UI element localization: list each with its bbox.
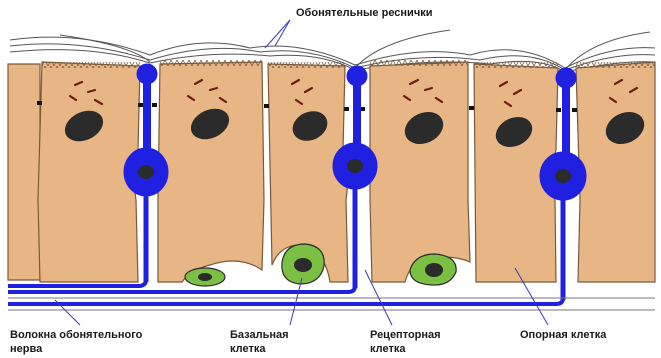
basal-cell-3 xyxy=(410,254,456,285)
receptor-cell-label: Рецепторная клетка xyxy=(370,328,441,356)
basal-cell-label: Базальная клетка xyxy=(230,328,289,356)
supporting-cell-3 xyxy=(158,62,264,282)
supporting-cell-7 xyxy=(576,62,655,282)
nerve-fibers-label: Волокна обонятельного нерва xyxy=(10,328,142,356)
basal-cell-2 xyxy=(282,244,324,284)
cilia-leader-lines xyxy=(265,20,290,48)
supporting-cell-label: Опорная клетка xyxy=(520,328,606,342)
supporting-cell-1 xyxy=(8,64,40,280)
basal-cell-1 xyxy=(185,268,225,286)
supporting-cell-5 xyxy=(370,62,470,282)
nerve-fiber-bundle xyxy=(8,280,563,304)
cilia-label: Обонятельные реснички xyxy=(296,6,432,20)
